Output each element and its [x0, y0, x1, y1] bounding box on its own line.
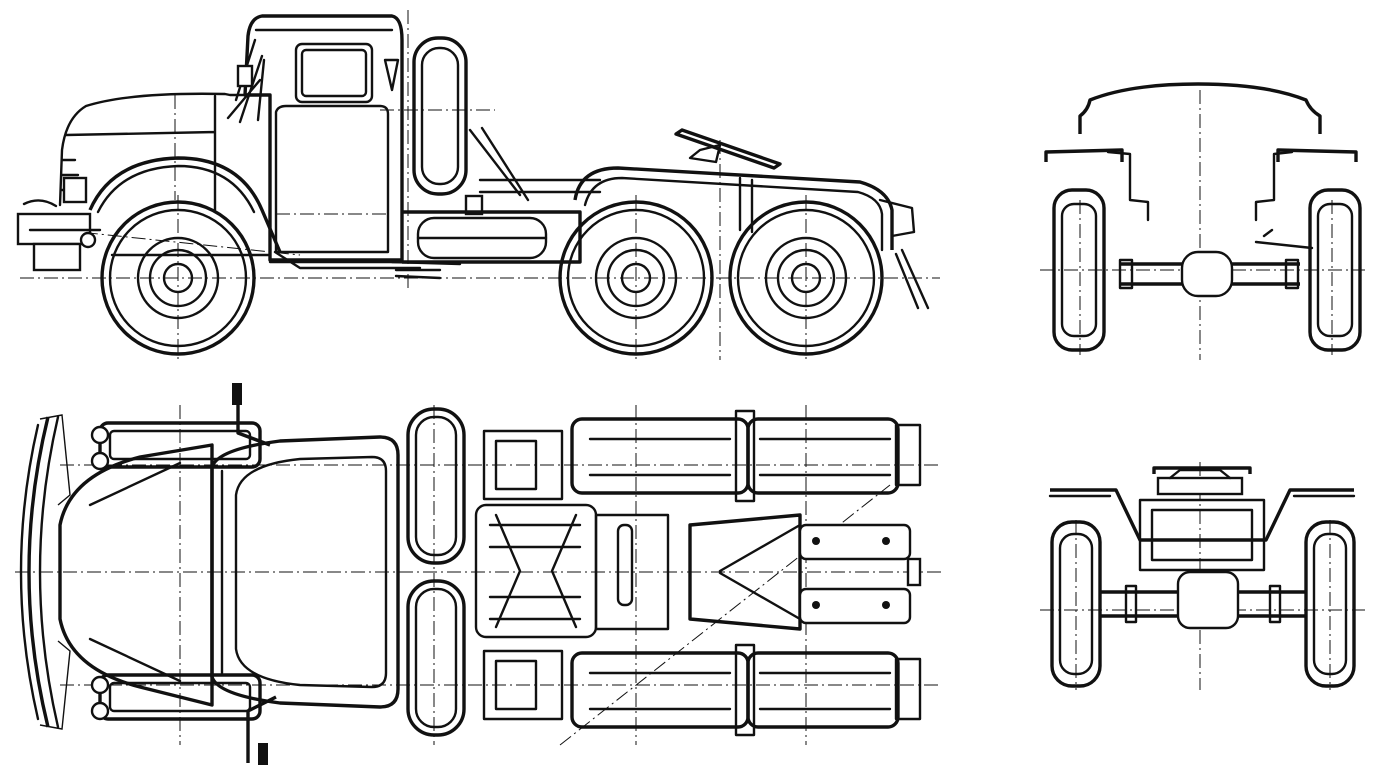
wheel-icon [728, 200, 884, 356]
front-fender [88, 156, 282, 253]
cab-icon [243, 14, 404, 262]
wheel-icon [570, 417, 750, 495]
hood-outline [58, 443, 214, 707]
front-wheel [100, 200, 256, 356]
fifth-wheel-icon [1152, 466, 1252, 474]
wheel-icon [1304, 520, 1356, 688]
spare-wheel-icon [412, 36, 468, 196]
wheel-icon [1050, 520, 1102, 688]
chassis-frame [402, 210, 582, 264]
cab-roof-panel [234, 455, 388, 689]
front-view-drawing [1040, 82, 1365, 360]
headlight [62, 176, 88, 204]
cab-icon [210, 435, 400, 709]
cab-door [274, 104, 390, 254]
side-view [0, 0, 960, 370]
front-bumper [27, 416, 50, 728]
spare-wheel-icon [406, 407, 466, 565]
spare-wheel-icon [406, 579, 466, 737]
side-view-drawing [16, 10, 940, 360]
hood-outline [58, 92, 272, 257]
fifth-wheel-icon [688, 513, 802, 631]
top-view [0, 375, 960, 772]
wheel-icon [746, 417, 900, 495]
middle-wheel [558, 200, 714, 356]
rear-view [1030, 460, 1375, 700]
rear-wheel [728, 200, 884, 356]
front-view [1030, 80, 1375, 365]
cab-side-window [294, 42, 374, 104]
rear-view-drawing [1040, 462, 1365, 690]
wheel-icon [1052, 188, 1106, 352]
mirror-icon [236, 383, 271, 447]
differential [1176, 570, 1240, 630]
top-view-drawing [15, 383, 945, 765]
wheel-icon [98, 673, 262, 721]
wheel-icon [746, 651, 900, 729]
wheel-icon [570, 651, 750, 729]
wheel-icon [100, 200, 256, 356]
cab-icon [1078, 82, 1322, 134]
fifth-wheel-icon [674, 128, 782, 170]
rear-fender [1050, 488, 1354, 542]
front-fender [1044, 148, 1358, 162]
mirror-icon [236, 64, 254, 88]
rear-fender [573, 166, 894, 250]
differential [1180, 250, 1234, 298]
wheel-icon [558, 200, 714, 356]
wheel-icon [1308, 188, 1362, 352]
